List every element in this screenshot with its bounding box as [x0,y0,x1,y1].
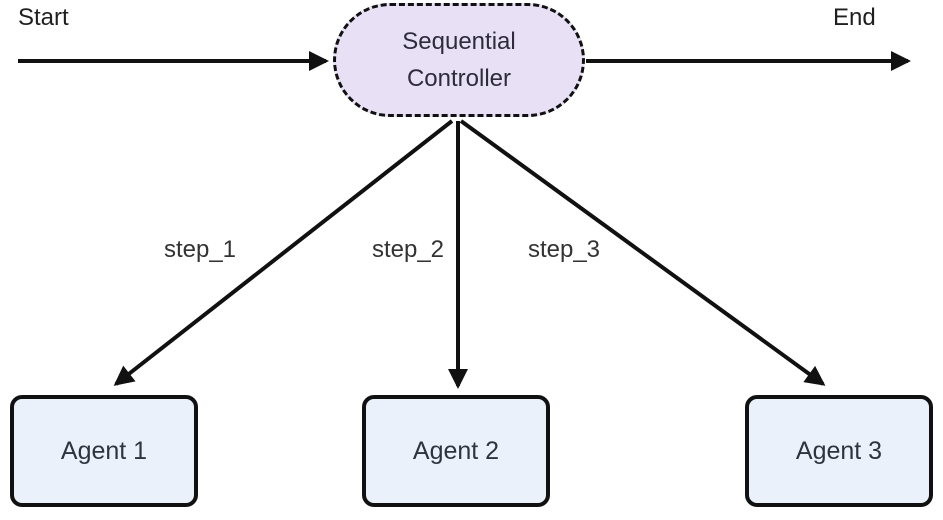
edge-label-step-3: step_3 [527,236,601,263]
controller-label: Sequential Controller [402,28,516,92]
end-label: End [833,4,876,31]
agent-2-label: Agent 2 [412,436,500,465]
node-agent-3: Agent 3 [745,395,933,507]
edge-step-3 [459,119,826,386]
agent-3-label: Agent 3 [795,436,883,465]
node-agent-1: Agent 1 [10,395,198,507]
node-agent-2: Agent 2 [362,395,550,507]
agent-1-label: Agent 1 [60,436,148,465]
edge-label-step-1: step_1 [163,236,237,263]
edge-label-step-2: step_2 [371,236,445,263]
start-label: Start [18,4,69,31]
node-sequential-controller: Sequential Controller [333,3,585,117]
